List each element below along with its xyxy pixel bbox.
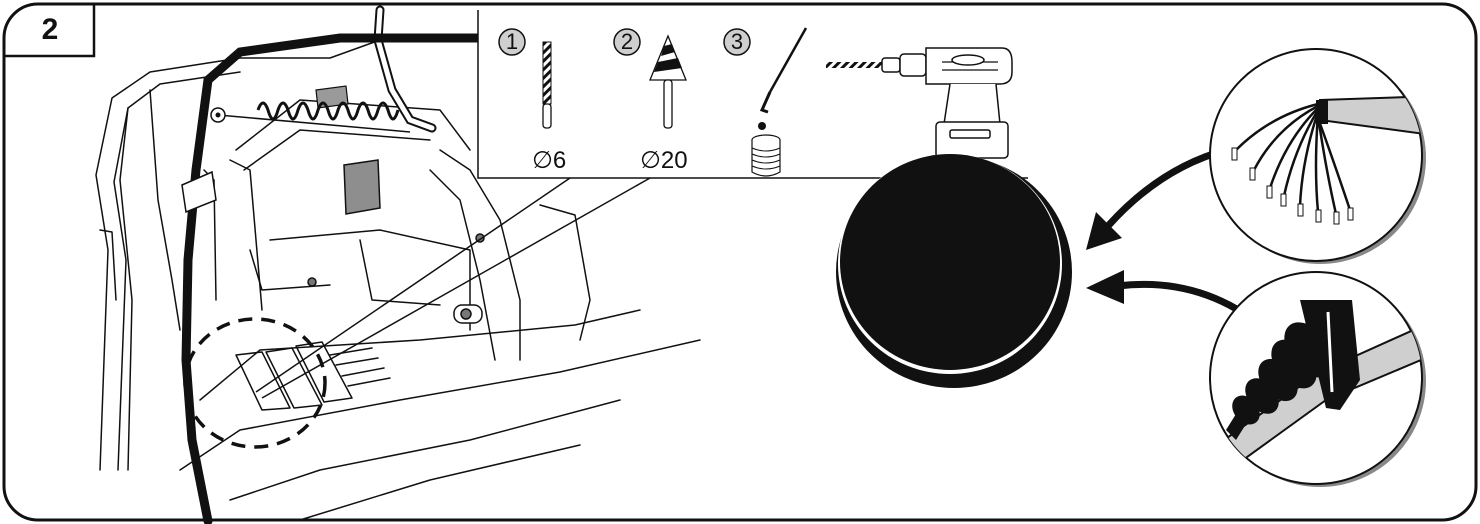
leader-line: [255, 177, 571, 393]
tool-index-2: 2: [612, 27, 642, 57]
cordless-drill-icon: [826, 47, 1013, 159]
arrowhead: [1086, 270, 1124, 304]
tool-index-3-text: 3: [730, 29, 744, 54]
step-number-box: [4, 4, 96, 58]
cable: [181, 33, 485, 524]
grommet-detail-circle: [1209, 271, 1426, 487]
tool-index-2-text: 2: [620, 29, 634, 54]
tools-panel: [477, 10, 1028, 179]
tool-index-1: 1: [497, 27, 527, 57]
gas-spring: [210, 101, 411, 133]
car-trunk-illustration: [95, 39, 701, 521]
leader-line: [261, 177, 651, 399]
step-drill-bit-icon: [649, 34, 687, 129]
rubber-grommet: [836, 154, 1072, 388]
drill-bit-icon: [542, 41, 552, 129]
wire-detail-circle: [1209, 48, 1426, 264]
cable-cover: [181, 170, 217, 214]
grey-panel: [343, 159, 381, 215]
drill-size-label-2: ∅20: [640, 147, 688, 174]
step-number: 2: [41, 13, 59, 46]
drill-size-label-1: ∅6: [532, 147, 567, 174]
brush-and-paint-icon: [751, 27, 808, 177]
tool-index-1-text: 1: [505, 29, 519, 54]
drill-location-marker: [183, 317, 327, 449]
tool-index-3: 3: [722, 27, 752, 57]
arrowhead: [1086, 212, 1122, 250]
